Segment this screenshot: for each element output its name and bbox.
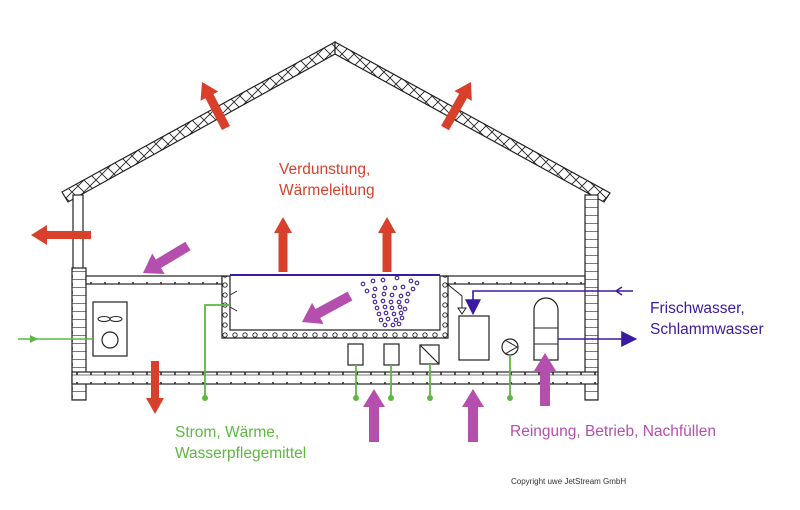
bubble (402, 306, 408, 312)
bubble (372, 286, 378, 292)
energy-terminal-dot (427, 395, 433, 401)
bubble (388, 299, 394, 305)
heater-icon (101, 331, 119, 349)
ceiling-slab-right (445, 275, 586, 285)
roof (61, 40, 611, 203)
bubble (400, 284, 406, 290)
bubble (392, 285, 398, 291)
ceiling-slab-left (85, 275, 223, 285)
maintenance-arrow-3 (534, 353, 556, 406)
bubble (398, 293, 404, 299)
bubble (370, 278, 376, 284)
bubble (385, 316, 391, 322)
energy-input-lines (18, 304, 513, 401)
walls (71, 194, 599, 401)
equipment (92, 282, 559, 366)
heat-loss-arrow-floor (146, 361, 164, 414)
maintenance-arrow-hall (143, 241, 191, 275)
bubble (404, 298, 410, 304)
bubble (376, 311, 382, 317)
heat-loss-arrow-roof-left (200, 82, 230, 131)
water-flows (465, 286, 638, 347)
bubble (396, 299, 402, 305)
bubble (389, 292, 395, 298)
bubble (381, 291, 387, 297)
bubble (394, 275, 400, 281)
bubble (382, 285, 388, 291)
bubble (383, 310, 389, 316)
chemical-dosing-line (204, 304, 230, 396)
roof-right-slope (334, 40, 611, 203)
bubble (399, 315, 405, 321)
energy-terminal-dot (202, 395, 208, 401)
evaporation-label-line2: Wärmeleitung (279, 182, 375, 199)
maintenance-arrows (143, 241, 556, 442)
filter-tank (458, 315, 490, 361)
right-wall (584, 194, 599, 401)
heat-loss-arrows (31, 82, 472, 414)
heat-loss-arrow-evaporation-2 (378, 217, 396, 272)
bubble (360, 281, 366, 287)
bubble (380, 277, 386, 283)
overflow-pipe (445, 282, 463, 310)
ventilation-unit (92, 301, 128, 357)
energy-terminal-dot (353, 395, 359, 401)
bubble (414, 280, 420, 286)
bubble (389, 305, 395, 311)
control-box-1 (347, 343, 364, 366)
maintenance-label: Reingung, Betrieb, Nachfüllen (510, 423, 716, 440)
bubble (382, 304, 388, 310)
bubble (382, 322, 388, 328)
bubble (378, 317, 384, 323)
bubble (380, 298, 386, 304)
maintenance-arrow-pool (302, 291, 353, 324)
bubble (410, 286, 416, 292)
bubble (390, 322, 396, 328)
pump-icon (501, 338, 519, 356)
energy-input-label-line1: Strom, Wärme, (175, 424, 279, 441)
energy-terminal-dot (507, 395, 513, 401)
air-bubbles (360, 275, 420, 328)
roof-left-slope (61, 40, 336, 203)
copyright-text: Copyright uwe JetStream GmbH (511, 477, 626, 486)
storage-tank (533, 297, 559, 361)
energy-terminal-dot (388, 395, 394, 401)
water-label-line2: Schlammwasser (650, 321, 764, 338)
water-label-line1: Frischwasser, (650, 300, 745, 317)
bubble (391, 311, 397, 317)
evaporation-label-line1: Verdunstung, (279, 161, 370, 178)
bubble (396, 321, 402, 327)
heat-loss-arrow-evaporation-1 (274, 217, 292, 272)
bubble (397, 304, 403, 310)
heat-loss-arrow-wall-left (31, 225, 91, 245)
maintenance-arrow-1 (363, 389, 385, 442)
control-box-2 (383, 343, 400, 366)
bubble (408, 278, 414, 284)
bubble (364, 288, 370, 294)
heat-exchanger (419, 344, 440, 365)
bubble (405, 291, 411, 297)
fresh-water-line (465, 290, 633, 316)
bubble (393, 317, 399, 323)
left-lower-wall (71, 267, 87, 401)
heat-loss-arrow-roof-right (441, 82, 472, 131)
energy-input-label-line2: Wasserpflegemittel (175, 445, 306, 462)
bubble (374, 305, 380, 311)
bubble (371, 293, 377, 299)
bubble (398, 310, 404, 316)
pool-basin (221, 274, 449, 339)
pool-inlet-nozzle (229, 290, 238, 312)
floor-slab (71, 371, 599, 385)
bubble (372, 299, 378, 305)
maintenance-arrow-2 (462, 389, 484, 442)
